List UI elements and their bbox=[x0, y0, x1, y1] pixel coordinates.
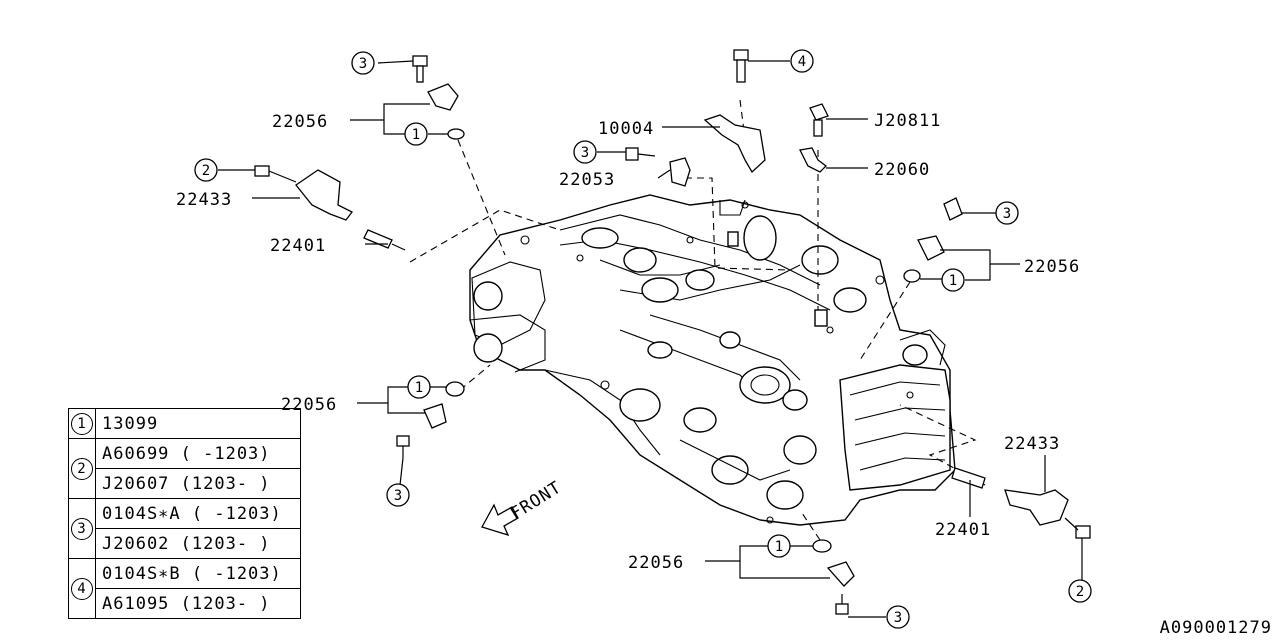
ignition-coil-part bbox=[254, 165, 353, 221]
legend-ref-3: 3 bbox=[68, 498, 96, 559]
diagram-code: A090001279 bbox=[1159, 618, 1272, 638]
svg-text:1: 1 bbox=[775, 539, 783, 555]
ref-markers: 3 1 2 4 3 3 1 1 3 2 1 3 bbox=[194, 49, 1092, 629]
ref-marker-1: 1 bbox=[404, 122, 428, 146]
cam-position-sensor-part bbox=[427, 83, 465, 140]
callout-22056: 22056 bbox=[272, 112, 328, 132]
callout-22401: 22401 bbox=[270, 236, 326, 256]
callout-22056: 22056 bbox=[628, 553, 684, 573]
sensor-bolt-part bbox=[799, 103, 829, 173]
svg-text:1: 1 bbox=[949, 273, 957, 289]
callout-J20811: J20811 bbox=[874, 111, 941, 131]
ref-marker-1: 1 bbox=[941, 268, 965, 292]
legend-part-number: 13099 bbox=[95, 408, 301, 439]
bracket-part bbox=[703, 49, 766, 174]
spark-plug-part bbox=[951, 467, 986, 489]
svg-text:4: 4 bbox=[798, 54, 806, 70]
callout-22060: 22060 bbox=[874, 160, 930, 180]
ref-marker-4: 4 bbox=[790, 49, 814, 73]
svg-text:3: 3 bbox=[894, 610, 902, 626]
ref-marker-3: 3 bbox=[886, 605, 910, 629]
part-callouts: 22056 22433 22401 10004 22053 J20811 220… bbox=[176, 111, 1080, 573]
front-label: FRONT bbox=[507, 478, 565, 525]
crank-position-sensor-part bbox=[812, 539, 855, 615]
legend-ref-4: 4 bbox=[68, 558, 96, 619]
ref-marker-2: 2 bbox=[1068, 579, 1092, 603]
callout-22053: 22053 bbox=[559, 170, 615, 190]
svg-text:3: 3 bbox=[359, 56, 367, 72]
svg-text:1: 1 bbox=[412, 127, 420, 143]
ref-marker-3: 3 bbox=[995, 201, 1019, 225]
svg-text:2: 2 bbox=[1076, 584, 1084, 600]
legend-part-number: 0104S∗B ( -1203) bbox=[95, 558, 301, 589]
legend-part-number: 0104S∗A ( -1203) bbox=[95, 498, 301, 529]
legend-part-number: A61095 (1203- ) bbox=[95, 588, 301, 619]
ref-marker-3: 3 bbox=[351, 51, 375, 75]
ref-marker-1: 1 bbox=[767, 534, 791, 558]
callout-22433: 22433 bbox=[176, 190, 232, 210]
svg-text:2: 2 bbox=[202, 163, 210, 179]
ref-marker-1: 1 bbox=[407, 375, 431, 399]
leader-lines bbox=[218, 60, 1083, 618]
parts bbox=[254, 49, 1091, 615]
legend-ref-1: 1 bbox=[68, 408, 96, 439]
svg-text:1: 1 bbox=[415, 380, 423, 396]
svg-text:3: 3 bbox=[581, 145, 589, 161]
bolt-part bbox=[412, 55, 428, 83]
callout-22056: 22056 bbox=[1024, 257, 1080, 277]
legend-part-number: J20607 (1203- ) bbox=[95, 468, 301, 499]
svg-text:3: 3 bbox=[1003, 206, 1011, 222]
legend-part-number: A60699 ( -1203) bbox=[95, 438, 301, 469]
legend-table: 1 13099 2 A60699 ( -1203) J20607 (1203- … bbox=[68, 408, 301, 619]
callout-22401: 22401 bbox=[935, 520, 991, 540]
legend-part-number: J20602 (1203- ) bbox=[95, 528, 301, 559]
callout-10004: 10004 bbox=[598, 119, 654, 139]
ref-marker-2: 2 bbox=[194, 158, 218, 182]
cylinder-head-assembly bbox=[469, 194, 956, 526]
ref-marker-3: 3 bbox=[573, 140, 597, 164]
svg-text:3: 3 bbox=[394, 488, 402, 504]
ignition-coil-part bbox=[1004, 489, 1091, 539]
crank-position-sensor-part bbox=[396, 381, 465, 458]
cam-position-sensor-part bbox=[903, 197, 963, 283]
front-arrow-icon bbox=[481, 503, 519, 537]
ref-marker-3: 3 bbox=[386, 483, 410, 507]
legend-ref-2: 2 bbox=[68, 438, 96, 499]
spark-plug-part bbox=[363, 229, 406, 251]
callout-22433: 22433 bbox=[1004, 434, 1060, 454]
knock-sensor-part bbox=[625, 147, 691, 187]
